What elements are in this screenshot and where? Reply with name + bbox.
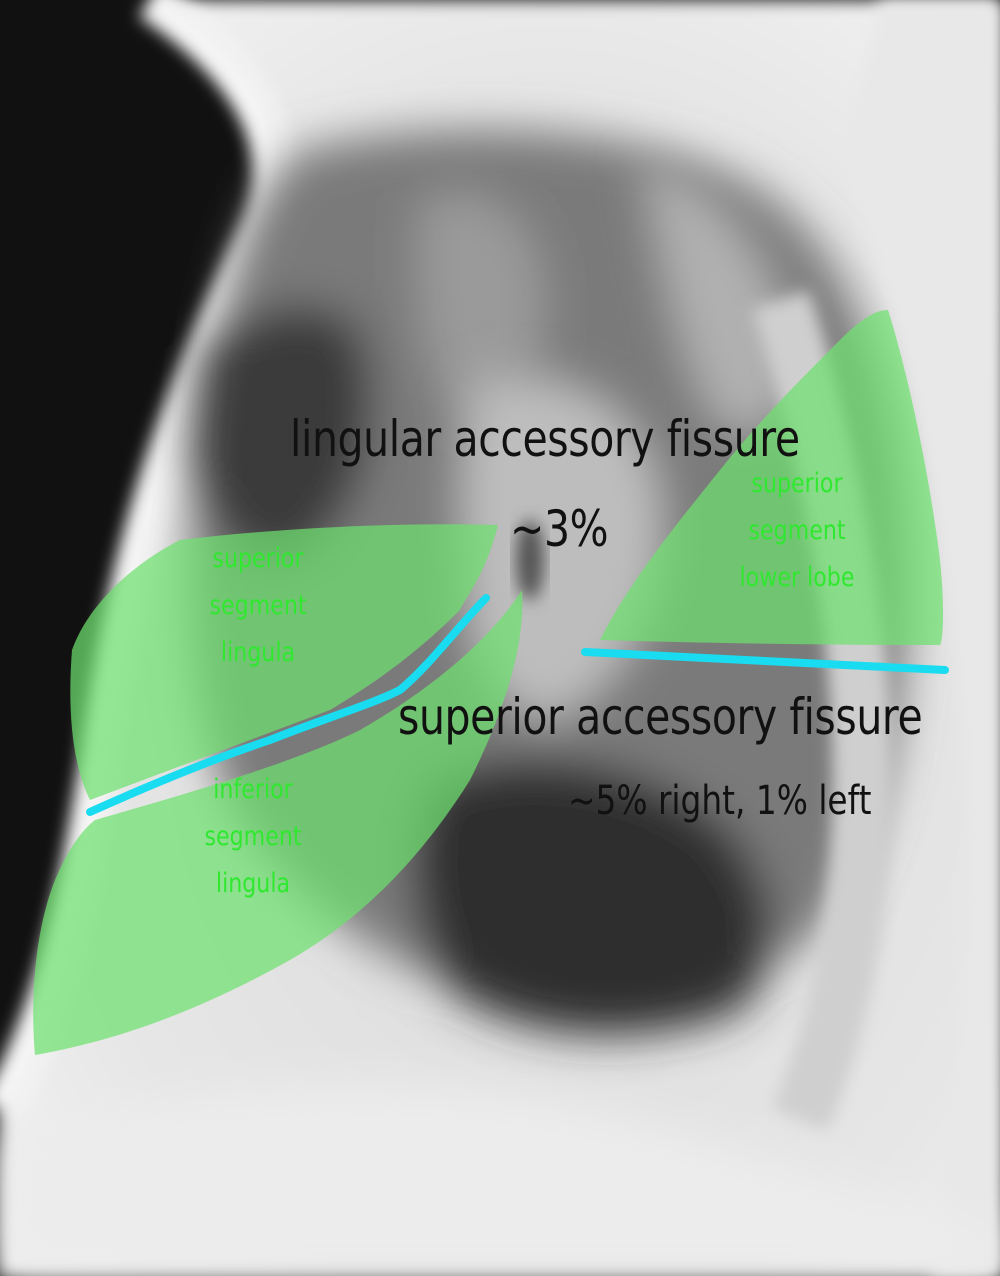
lingular-fissure-prevalence: ~3% [510, 500, 609, 558]
segment-overlays [33, 310, 944, 1055]
superior-fissure-prevalence: ~5% right, 1% left [568, 778, 872, 824]
inferior-lingula-region [33, 590, 523, 1055]
lingular-fissure-line [86, 594, 490, 816]
superior-fissure-title: superior accessory fissure [398, 688, 923, 746]
lingular-fissure-title: lingular accessory fissure [290, 410, 800, 468]
superior-lingula-label: superior segment lingula [209, 543, 307, 668]
fissure-lines [86, 594, 949, 816]
superior-lingula-region [70, 524, 499, 800]
inferior-lingula-label: inferior segment lingula [204, 774, 302, 899]
superior-fissure-line [581, 648, 949, 674]
superior-lower-lobe-region [600, 310, 944, 645]
superior-lower-lobe-label: superior segment lower lobe [739, 468, 855, 593]
